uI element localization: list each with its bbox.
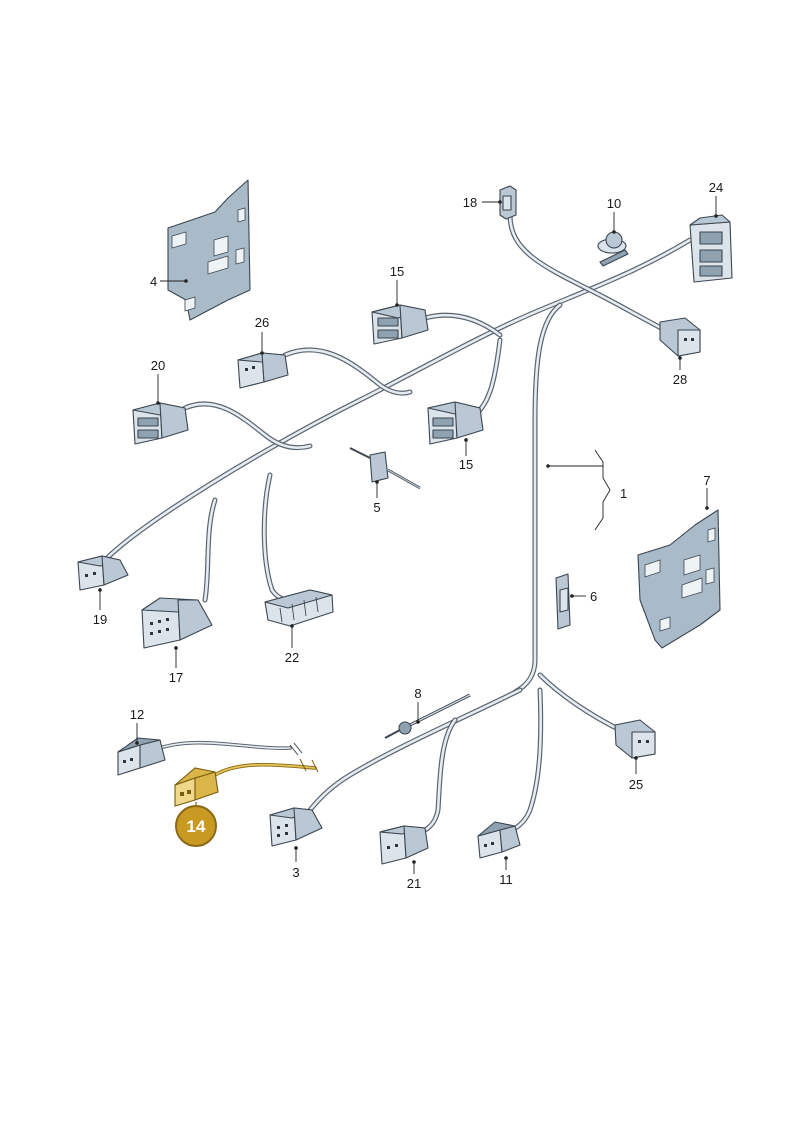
callout-7[interactable]: 7 xyxy=(703,473,710,488)
callout-15-upper[interactable]: 15 xyxy=(390,264,404,279)
callout-4[interactable]: 4 xyxy=(150,274,157,289)
connector-11 xyxy=(477,821,521,859)
callout-21[interactable]: 21 xyxy=(407,876,421,891)
badge-14-label: 14 xyxy=(187,817,206,836)
connector-20 xyxy=(132,402,189,445)
callout-19[interactable]: 19 xyxy=(93,612,107,627)
connector-3 xyxy=(269,807,323,847)
callout-25[interactable]: 25 xyxy=(629,777,643,792)
connector-24 xyxy=(689,214,733,283)
callout-17[interactable]: 17 xyxy=(169,670,183,685)
leader-lines xyxy=(98,196,718,874)
clip-6 xyxy=(555,573,571,630)
connector-15-lower xyxy=(427,401,484,445)
callout-10[interactable]: 10 xyxy=(607,196,621,211)
callout-3[interactable]: 3 xyxy=(292,865,299,880)
connector-25 xyxy=(614,719,656,759)
callout-6[interactable]: 6 xyxy=(590,589,597,604)
wire-item-14-highlighted[interactable] xyxy=(174,758,319,807)
connector-12 xyxy=(117,737,166,776)
grommet-10 xyxy=(597,231,629,267)
callout-22[interactable]: 22 xyxy=(285,650,299,665)
connector-21 xyxy=(379,825,429,865)
harness-wires xyxy=(102,212,693,833)
bracket-1 xyxy=(594,449,611,531)
callout-18[interactable]: 18 xyxy=(463,195,477,210)
connector-22 xyxy=(264,589,334,627)
badge-14[interactable]: 14 xyxy=(175,802,217,847)
mounting-plate-7 xyxy=(637,509,721,649)
callout-labels: 1 3 4 5 6 7 8 10 11 12 15 15 17 18 19 20… xyxy=(93,180,723,891)
callout-12[interactable]: 12 xyxy=(130,707,144,722)
connector-28 xyxy=(659,317,701,357)
cable-tie-8 xyxy=(384,693,471,739)
connector-14 xyxy=(174,767,219,807)
connector-26 xyxy=(237,352,289,389)
callout-5[interactable]: 5 xyxy=(373,500,380,515)
callout-20[interactable]: 20 xyxy=(151,358,165,373)
cable-tie-5 xyxy=(349,447,421,490)
connector-18 xyxy=(499,185,517,220)
mounting-plate-4 xyxy=(167,179,251,321)
callout-15-lower[interactable]: 15 xyxy=(459,457,473,472)
callout-26[interactable]: 26 xyxy=(255,315,269,330)
callout-8[interactable]: 8 xyxy=(414,686,421,701)
callout-24[interactable]: 24 xyxy=(709,180,723,195)
callout-1[interactable]: 1 xyxy=(620,486,627,501)
callout-28[interactable]: 28 xyxy=(673,372,687,387)
connector-19 xyxy=(77,555,129,591)
wire-item-12 xyxy=(117,737,303,776)
callout-11[interactable]: 11 xyxy=(499,872,513,887)
connector-15-upper xyxy=(371,304,429,345)
connector-17 xyxy=(141,597,213,649)
